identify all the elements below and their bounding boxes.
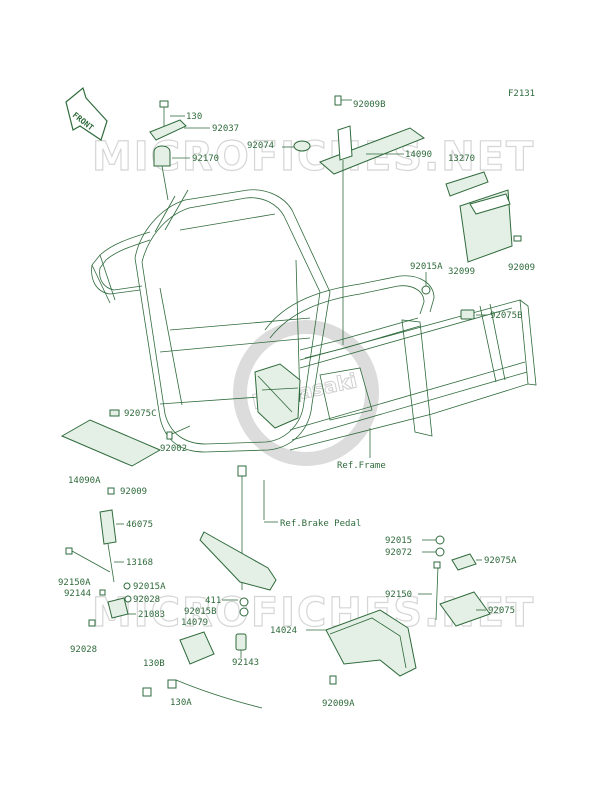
part-92009-bolt-left [107,487,115,495]
part-14090A-plate [60,419,162,467]
label-46075: 46075 [126,520,153,530]
part-92074-cap [293,140,311,152]
front-arrow-icon: FRONT [65,86,108,141]
part-21083-bracket [107,597,129,619]
part-92075C-pad [109,409,120,417]
part-13270-bracket [445,171,489,197]
part-92075-pad [439,591,491,627]
part-14079-bracket [175,631,263,709]
frame-assembly [91,189,537,453]
figure-id: F2131 [508,89,535,99]
label-92028-b: 92028 [70,645,97,655]
part-92075A-pad [451,553,477,571]
label-130A: 130A [170,698,192,708]
part-92072-washer [435,547,445,557]
part-92028-nut-a [124,595,132,603]
label-32099: 32099 [448,267,475,277]
label-411: 411 [205,596,221,606]
label-92072: 92072 [385,548,412,558]
label-14024: 14024 [270,626,297,636]
label-92075A: 92075A [484,556,517,566]
part-92028-bolt-b [88,619,96,627]
label-92037: 92037 [212,124,239,134]
part-92150A-bolt [65,547,111,573]
label-92075B: 92075B [490,311,523,321]
label-21083: 21083 [138,610,165,620]
part-92150-rod [433,561,441,621]
label-14079: 14079 [181,618,208,628]
part-92015-nut [435,535,445,545]
part-92009A-bolt [329,675,337,685]
part-92009B-bolt [334,95,352,106]
part-brake-pedal [199,531,277,591]
label-92075: 92075 [488,606,515,616]
label-92028-a: 92028 [133,595,160,605]
part-46075-knob [99,509,117,583]
label-92009B: 92009B [353,100,386,110]
part-92143-collar [235,633,247,651]
label-92015A-right: 92015A [410,262,443,272]
part-14024-cover [325,609,417,677]
label-92170: 92170 [192,154,219,164]
label-92144: 92144 [64,589,91,599]
label-92075C: 92075C [124,409,157,419]
label-92150: 92150 [385,590,412,600]
label-13168: 13168 [126,558,153,568]
label-ref-brake-pedal: Ref.Brake Pedal [280,519,361,529]
label-130: 130 [186,112,202,122]
label-92015: 92015 [385,536,412,546]
label-92009-right: 92009 [508,263,535,273]
part-130-bolt [159,100,169,128]
label-92002: 92002 [160,444,187,454]
part-92170-clamp [153,145,171,201]
label-14090: 14090 [405,150,432,160]
part-92015A-nut-left [123,582,131,590]
label-92009-left: 92009 [120,487,147,497]
part-92015A-nut-right [421,272,431,295]
label-92143: 92143 [232,658,259,668]
label-92009A: 92009A [322,699,355,709]
part-32099-box [459,189,513,263]
part-130B-bolt [142,687,152,697]
label-13270: 13270 [448,154,475,164]
part-92009-bolt-right [513,235,522,242]
part-92144-collar [99,589,106,596]
label-ref-frame: Ref.Frame [337,461,386,471]
part-130A-bolt [167,679,177,689]
part-14090-plate [319,125,426,345]
part-92075B-pad [460,309,475,320]
part-92002-bolt [166,425,191,440]
label-14090A: 14090A [68,476,101,486]
label-130B: 130B [143,659,165,669]
part-92037-plate [149,119,187,141]
label-92015B: 92015B [184,607,217,617]
label-92074: 92074 [247,141,274,151]
label-92015A-left: 92015A [133,582,166,592]
label-92150A: 92150A [58,578,91,588]
part-92015B-nut [239,607,249,617]
part-411-washer [239,597,249,607]
